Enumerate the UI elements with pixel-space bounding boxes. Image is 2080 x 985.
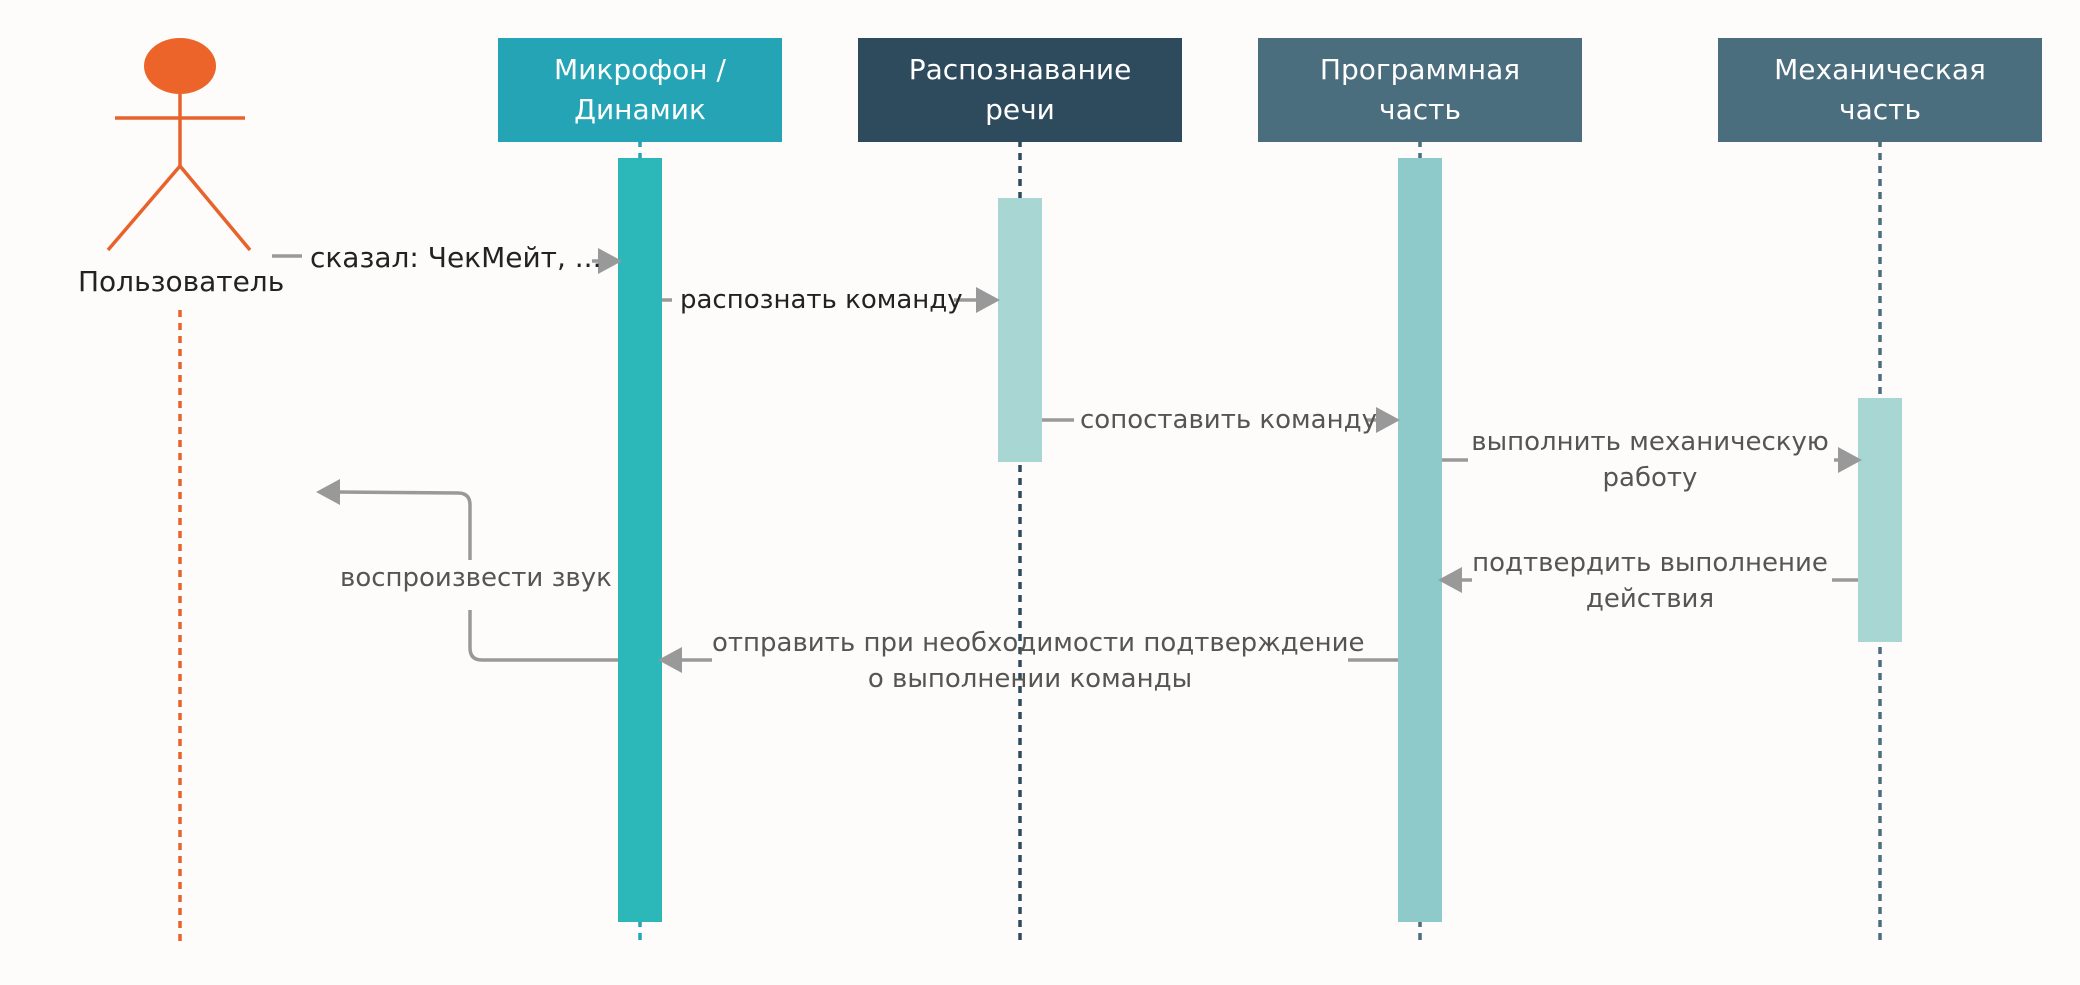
participant-header-mic: Микрофон / Динамик: [498, 38, 782, 142]
participant-title-line2: часть: [1379, 93, 1461, 126]
actor-right-leg: [178, 164, 252, 252]
arrow-m3-head: [1376, 407, 1400, 433]
participant-title-line1: Микрофон /: [554, 53, 726, 86]
message-label-m6: отправить при необходимости подтверждени…: [712, 625, 1365, 697]
participant-title-line2: Динамик: [574, 93, 706, 126]
activation-mech: [1858, 398, 1902, 642]
actor-left-leg: [106, 164, 182, 252]
message-label-m6-line1: отправить при необходимости подтверждени…: [712, 628, 1365, 658]
activation-soft: [1398, 158, 1442, 922]
message-label-m4: выполнить механическую работу: [1470, 424, 1830, 496]
message-label-m2: распознать команду: [680, 285, 963, 315]
message-label-m5-line2: действия: [1585, 584, 1715, 614]
participant-header-mech: Механическая часть: [1718, 38, 2042, 142]
arrow-m7-path: [335, 490, 618, 662]
message-label-m4-line2: работу: [1602, 463, 1698, 493]
actor-name: Пользователь: [78, 265, 285, 298]
message-label-m5: подтвердить выполнение действия: [1470, 545, 1830, 617]
activation-mic: [618, 158, 662, 922]
arrow-m4-head: [1838, 447, 1862, 473]
message-label-m4-line1: выполнить механическую: [1471, 427, 1829, 457]
participant-title-line1: Механическая: [1774, 53, 1986, 86]
activation-asr: [998, 198, 1042, 462]
message-label-m5-line1: подтвердить выполнение: [1472, 548, 1828, 578]
participant-title-line2: речи: [985, 93, 1055, 126]
participant-title-line2: часть: [1839, 93, 1921, 126]
arrow-m1-head: [598, 248, 622, 274]
arrow-m6-head: [658, 647, 682, 673]
participant-header-asr: Распознавание речи: [858, 38, 1182, 142]
actor-head: [144, 38, 216, 94]
participant-title-line1: Программная: [1319, 53, 1521, 86]
arrow-m2-head: [976, 287, 1000, 313]
arrow-m7-head: [316, 479, 340, 505]
arrow-m5-head: [1438, 567, 1462, 593]
message-label-m3: сопоставить команду: [1080, 405, 1377, 435]
actor-figure: [106, 38, 252, 252]
message-label-m6-line2: о выполнении команды: [867, 664, 1193, 694]
participant-header-soft: Программная часть: [1258, 38, 1582, 142]
participant-title-line1: Распознавание: [908, 53, 1132, 86]
message-label-m7: воспроизвести звук: [334, 560, 618, 596]
message-label-m1: сказал: ЧекМейт, ...: [310, 241, 602, 274]
